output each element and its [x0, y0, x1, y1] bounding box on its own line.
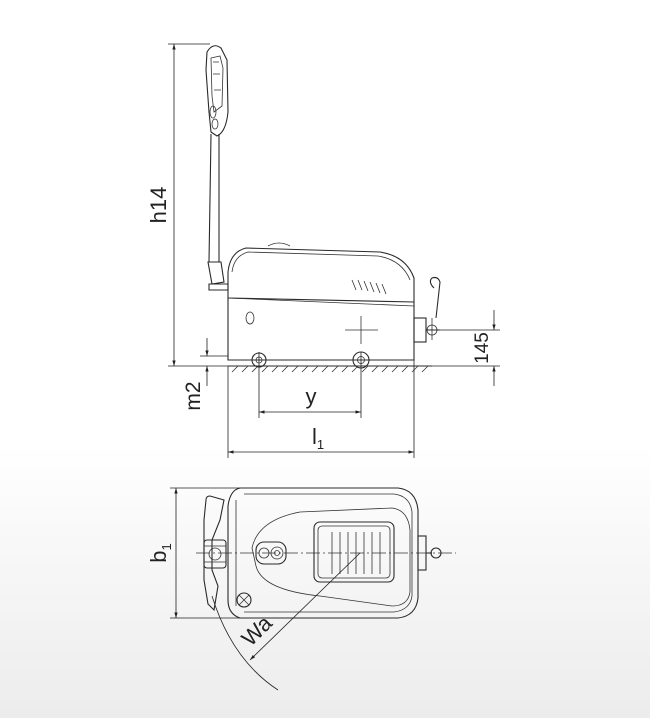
- dim-y: y: [258, 352, 362, 418]
- top-view: b1 Wa: [146, 487, 456, 691]
- dim-145-label: 145: [472, 332, 493, 364]
- wa-label: Wa: [236, 610, 277, 651]
- top-grill: [313, 521, 395, 583]
- top-handle: [203, 495, 227, 612]
- h14-label: h14: [146, 187, 171, 224]
- dim-145: 145: [432, 310, 500, 386]
- m2-label: m2: [182, 381, 205, 410]
- dim-m2: m2: [182, 338, 228, 411]
- dim-b1: b1: [146, 487, 240, 619]
- tiller-handle: [205, 45, 229, 291]
- tow-hook: [413, 276, 441, 343]
- motor-cover: [227, 242, 415, 361]
- y-label: y: [306, 384, 317, 409]
- dim-l1: l1: [227, 360, 415, 458]
- top-body: [227, 487, 419, 619]
- b1-label: b1: [146, 543, 174, 562]
- l1-label: l1: [312, 424, 324, 452]
- dim-h14: h14: [146, 43, 228, 367]
- dim-wa: Wa: [211, 552, 361, 691]
- side-view: h14 145 m2 y l1: [146, 43, 500, 458]
- key-switch: [236, 541, 287, 608]
